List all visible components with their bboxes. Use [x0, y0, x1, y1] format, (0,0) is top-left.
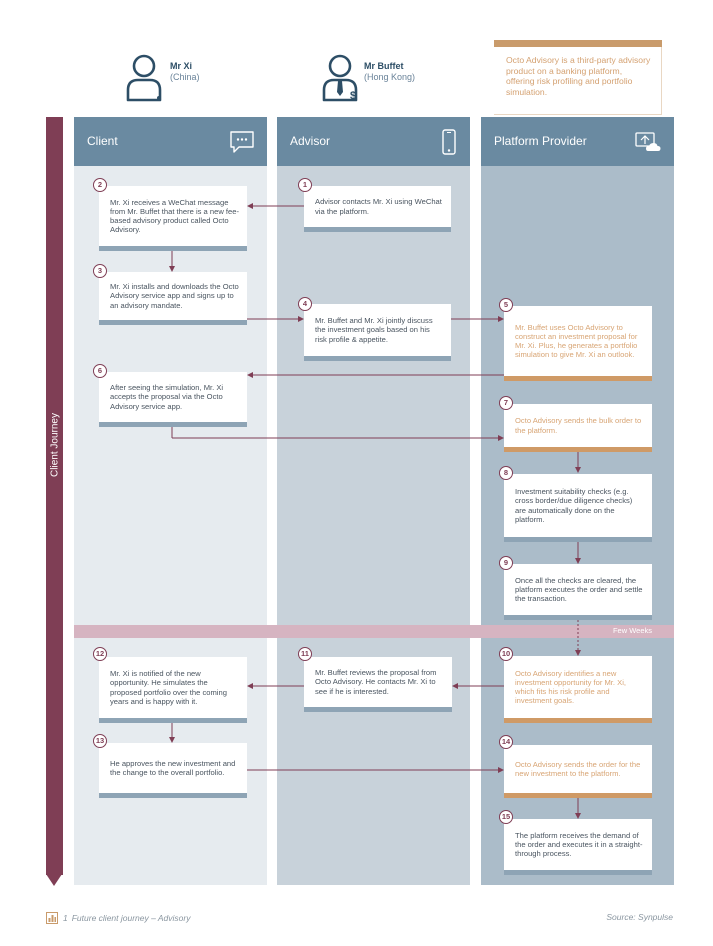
step-8-box: Investment suitability checks (e.g. cros… — [504, 474, 652, 542]
step-12-number: 12 — [93, 647, 107, 661]
few-weeks-label: Few Weeks — [612, 626, 652, 635]
step-3-number: 3 — [93, 264, 107, 278]
step-7-text: Octo Advisory sends the bulk order to th… — [515, 416, 642, 435]
note-bar — [494, 40, 662, 47]
step-3-text: Mr. Xi installs and downloads the Octo A… — [110, 282, 239, 310]
step-3-box: Mr. Xi installs and downloads the Octo A… — [99, 272, 247, 325]
step-5-number: 5 — [499, 298, 513, 312]
step-1-number: 1 — [298, 178, 312, 192]
platform-cloud-icon — [634, 129, 662, 160]
step-11-box: Mr. Buffet reviews the proposal from Oct… — [304, 657, 452, 712]
person-icon — [126, 54, 162, 102]
step-6-text: After seeing the simulation, Mr. Xi acce… — [110, 383, 224, 411]
product-note: Octo Advisory is a third-party advisory … — [494, 40, 662, 115]
step-9-number: 9 — [499, 556, 513, 570]
lane-header: Platform Provider — [481, 117, 674, 166]
step-14-box: Octo Advisory sends the order for the ne… — [504, 745, 652, 798]
step-13-text: He approves the new investment and the c… — [110, 758, 236, 777]
step-9-text: Once all the checks are cleared, the pla… — [515, 575, 643, 604]
lane-title: Client — [87, 134, 118, 148]
step-14-text: Octo Advisory sends the order for the ne… — [515, 759, 641, 778]
advisor-icon: $ — [322, 54, 358, 102]
step-6-number: 6 — [93, 364, 107, 378]
step-1-text: Advisor contacts Mr. Xi using WeChat via… — [315, 197, 442, 216]
step-14-number: 14 — [499, 735, 513, 749]
few-weeks-band: Few Weeks — [74, 625, 674, 638]
step-8-number: 8 — [499, 466, 513, 480]
client-journey-arrow — [46, 874, 62, 886]
step-4-text: Mr. Buffet and Mr. Xi jointly discuss th… — [315, 316, 433, 344]
lane-advisor: Advisor — [277, 117, 470, 885]
step-1-box: Advisor contacts Mr. Xi using WeChat via… — [304, 186, 451, 232]
persona-name: Mr Xi — [170, 61, 193, 71]
step-2-number: 2 — [93, 178, 107, 192]
smartphone-icon — [440, 129, 458, 160]
chat-icon — [229, 129, 255, 160]
step-5-text: Mr. Buffet uses Octo Advisory to constru… — [515, 322, 638, 360]
svg-text:$: $ — [350, 90, 356, 102]
step-4-box: Mr. Buffet and Mr. Xi jointly discuss th… — [304, 304, 451, 361]
lane-header: Client — [74, 117, 267, 166]
client-journey-bar — [46, 117, 63, 875]
step-7-number: 7 — [499, 396, 513, 410]
figure-title: Future client journey – Advisory — [71, 913, 191, 923]
step-7-box: Octo Advisory sends the bulk order to th… — [504, 404, 652, 452]
persona-location: (China) — [170, 72, 200, 82]
step-13-number: 13 — [93, 734, 107, 748]
step-15-box: The platform receives the demand of the … — [504, 819, 652, 875]
step-13-box: He approves the new investment and the c… — [99, 743, 247, 798]
step-6-box: After seeing the simulation, Mr. Xi acce… — [99, 372, 247, 427]
step-10-text: Octo Advisory identifies a new investmen… — [515, 668, 626, 706]
lane-title: Platform Provider — [494, 134, 587, 148]
step-5-box: Mr. Buffet uses Octo Advisory to constru… — [504, 306, 652, 381]
persona-name: Mr Buffet — [364, 61, 404, 71]
step-12-text: Mr. Xi is notified of the new opportunit… — [110, 669, 227, 706]
lane-title: Advisor — [290, 134, 331, 148]
note-text: Octo Advisory is a third-party advisory … — [494, 47, 662, 115]
step-15-text: The platform receives the demand of the … — [515, 830, 643, 859]
step-4-number: 4 — [298, 297, 312, 311]
source-note: Source: Synpulse — [606, 912, 673, 922]
figure-number: 1 — [63, 913, 68, 923]
step-8-text: Investment suitability checks (e.g. cros… — [515, 487, 633, 524]
step-9-box: Once all the checks are cleared, the pla… — [504, 564, 652, 620]
bar-chart-icon — [46, 912, 58, 924]
step-10-number: 10 — [499, 647, 513, 661]
step-11-text: Mr. Buffet reviews the proposal from Oct… — [315, 668, 437, 696]
step-12-box: Mr. Xi is notified of the new opportunit… — [99, 657, 247, 723]
figure-caption: 1 Future client journey – Advisory — [46, 912, 190, 924]
step-10-box: Octo Advisory identifies a new investmen… — [504, 656, 652, 723]
step-2-text: Mr. Xi receives a WeChat message from Mr… — [110, 197, 240, 235]
persona-mr-buffet: $ Mr Buffet (Hong Kong) — [320, 52, 415, 102]
persona-mr-xi: Mr Xi (China) — [124, 52, 200, 102]
step-15-number: 15 — [499, 810, 513, 824]
step-2-box: Mr. Xi receives a WeChat message from Mr… — [99, 186, 247, 251]
step-11-number: 11 — [298, 647, 312, 661]
lane-header: Advisor — [277, 117, 470, 166]
persona-location: (Hong Kong) — [364, 72, 416, 82]
